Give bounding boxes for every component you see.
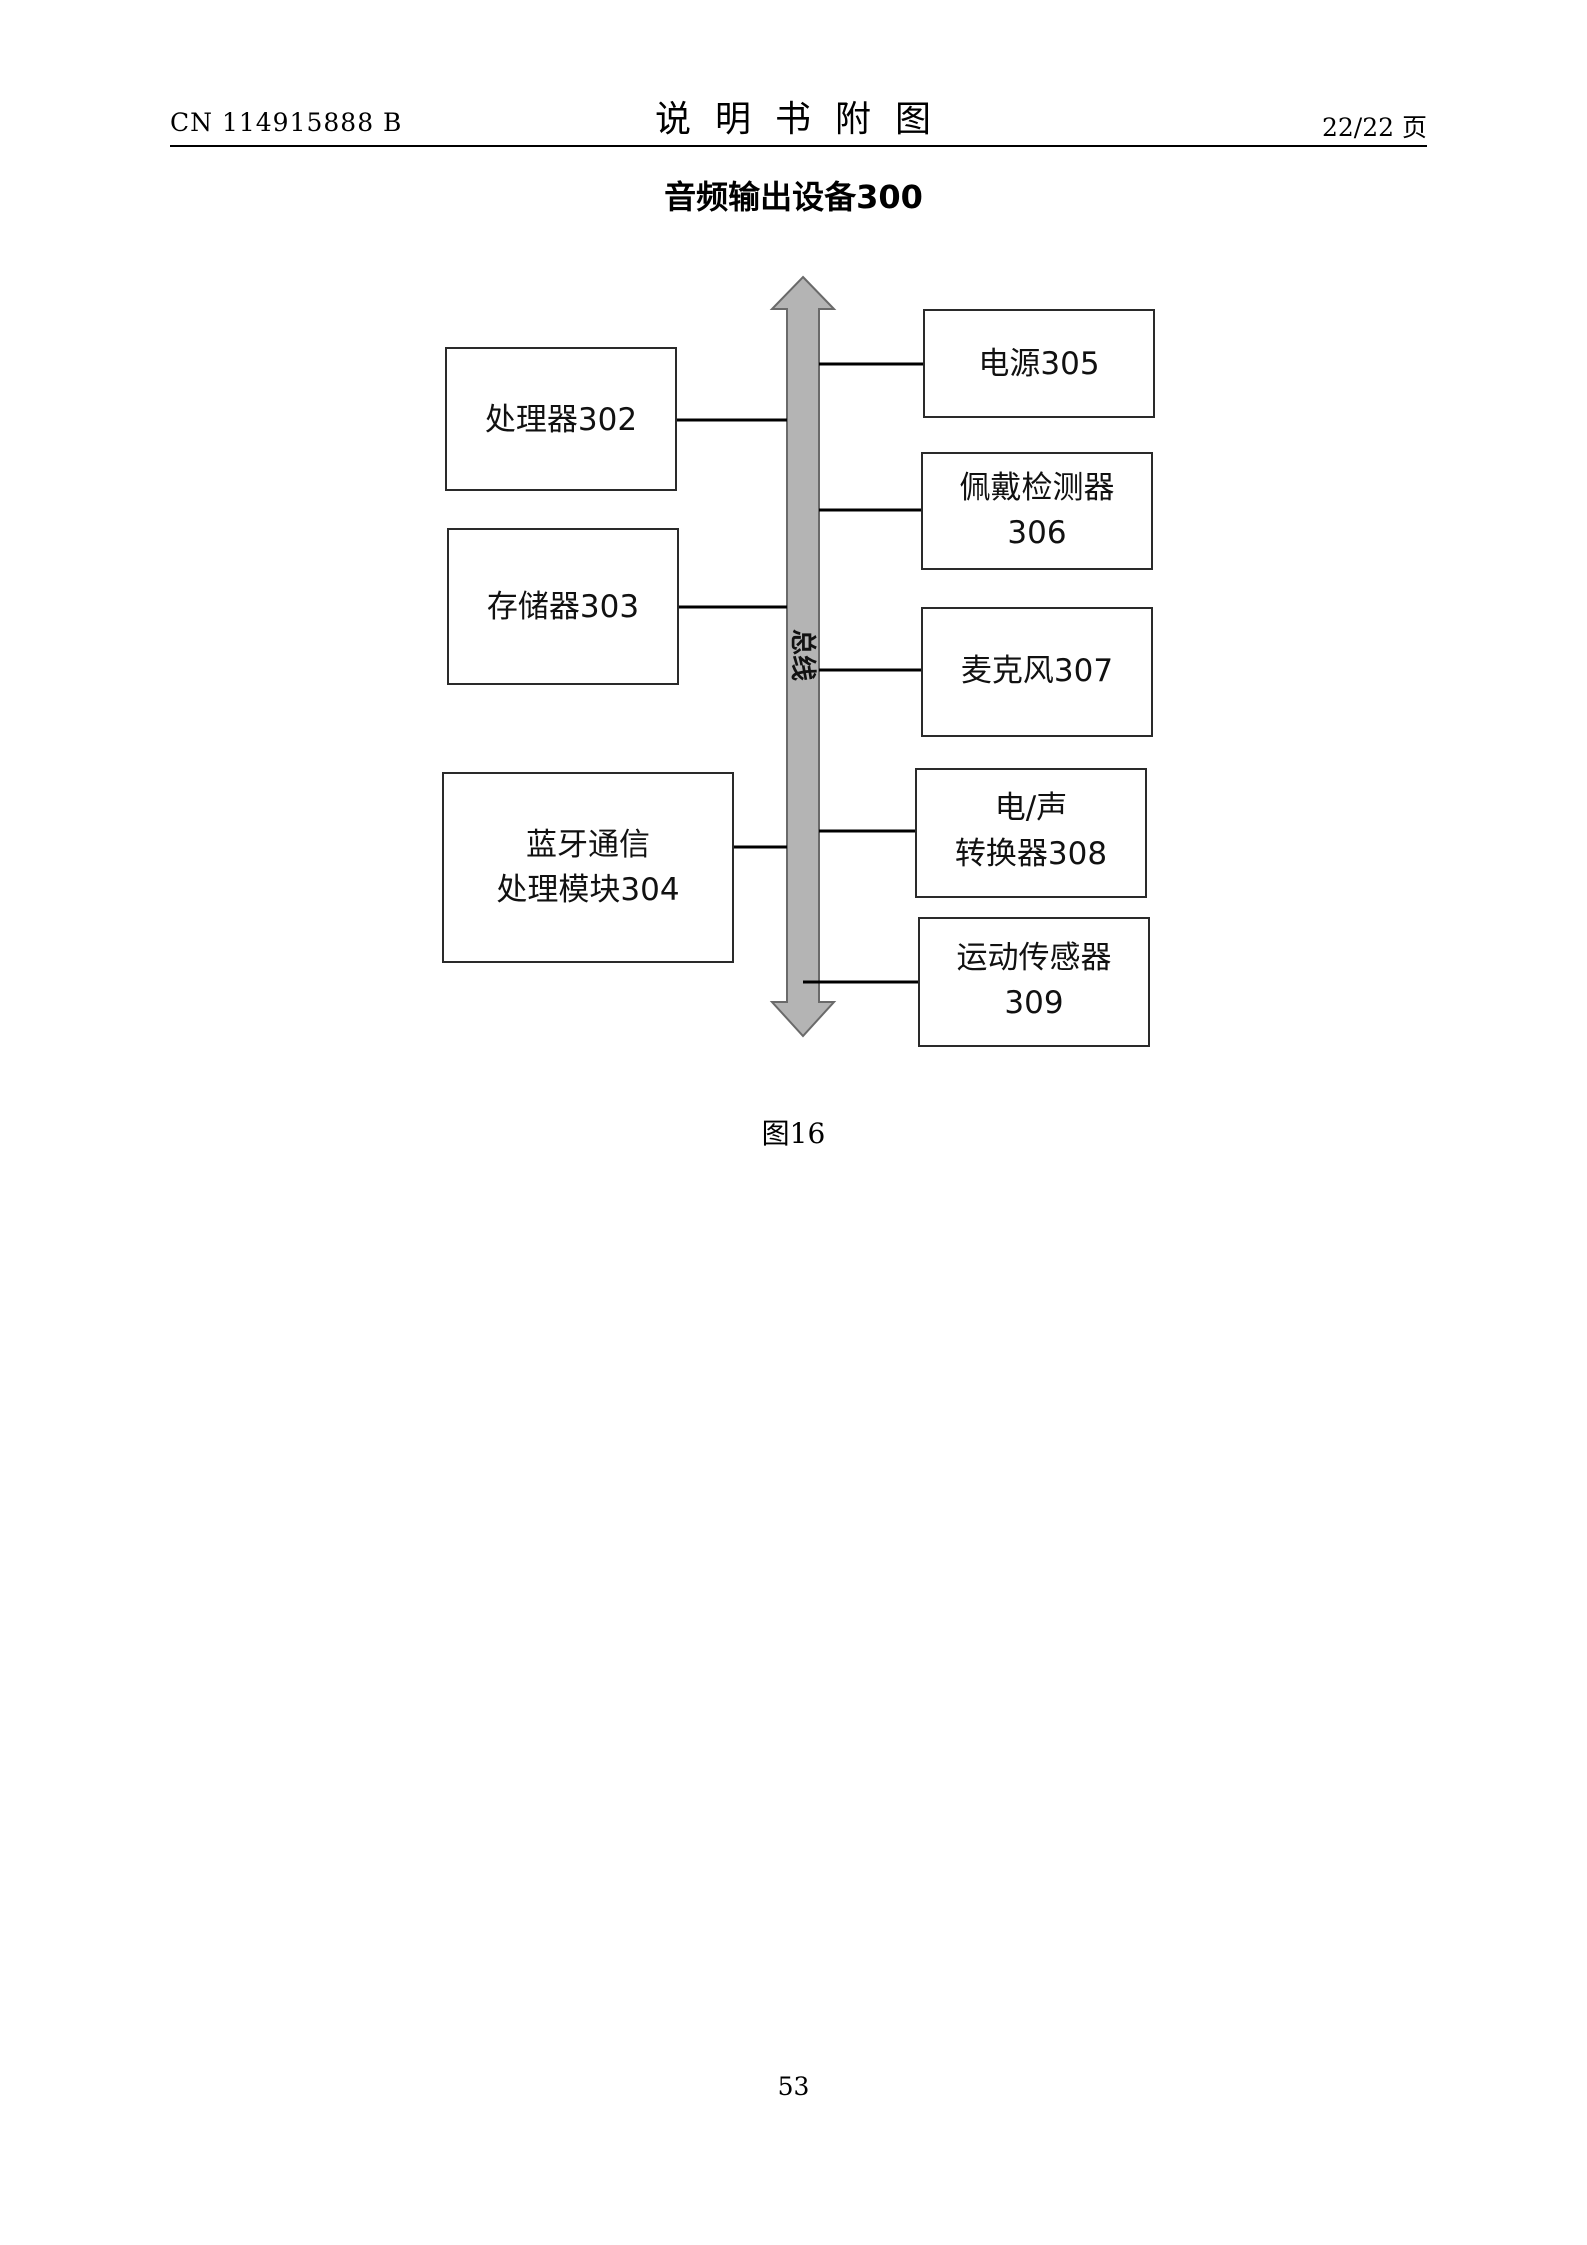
block-wear-detector: 佩戴检测器 306 xyxy=(921,452,1153,570)
svg-text:总线: 总线 xyxy=(787,629,817,681)
block-microphone: 麦克风307 xyxy=(921,607,1153,737)
svg-text:306: 306 xyxy=(1007,515,1066,551)
svg-text:佩戴检测器: 佩戴检测器 xyxy=(960,470,1115,506)
svg-text:电源305: 电源305 xyxy=(978,346,1099,382)
bus-arrow xyxy=(769,275,837,1038)
svg-text:处理器302: 处理器302 xyxy=(485,402,637,438)
header-rule xyxy=(170,145,1427,147)
svg-text:存储器303: 存储器303 xyxy=(487,589,639,625)
svg-text:运动传感器: 运动传感器 xyxy=(957,940,1112,976)
svg-text:电/声: 电/声 xyxy=(995,790,1067,826)
block-converter: 电/声 转换器308 xyxy=(915,768,1147,898)
block-bluetooth: 蓝牙通信 处理模块304 xyxy=(442,772,734,963)
block-memory: 存储器303 xyxy=(447,528,679,685)
svg-text:转换器308: 转换器308 xyxy=(955,836,1107,872)
page-number: 53 xyxy=(777,2072,810,2101)
svg-text:麦克风307: 麦克风307 xyxy=(961,653,1113,689)
figure-title: 音频输出设备300 xyxy=(664,178,923,216)
patent-number: CN 114915888 B xyxy=(170,108,403,137)
block-power: 电源305 xyxy=(923,309,1155,418)
svg-text:309: 309 xyxy=(1004,985,1063,1021)
page-indicator: 22/22 页 xyxy=(1322,113,1427,142)
svg-text:处理模块304: 处理模块304 xyxy=(496,872,679,908)
section-title: 说明书附图 xyxy=(654,99,955,140)
block-motion-sensor: 运动传感器 309 xyxy=(918,917,1150,1047)
svg-text:蓝牙通信: 蓝牙通信 xyxy=(526,827,650,863)
figure-caption: 图16 xyxy=(761,1117,826,1150)
block-processor: 处理器302 xyxy=(445,347,677,491)
bus-label: 总线 xyxy=(787,629,817,681)
